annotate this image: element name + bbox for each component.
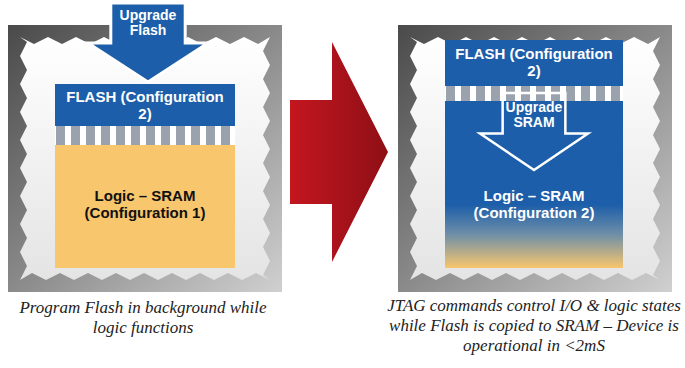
block-label: Logic – SRAM (Configuration 1) [65,187,225,221]
connection-band [55,125,235,145]
chip-frame [398,25,672,292]
chip-die [410,37,660,280]
block-label: FLASH (Configuration 2) [65,88,225,122]
upgrade-arrow: Upgrade Flash [86,2,210,84]
transition-arrow [290,42,388,262]
flash-block: FLASH (Configuration 2) [445,40,623,86]
upgrade-arrow: Upgrade SRAM [478,92,590,172]
sram-block: Logic – SRAM (Configuration 1) [55,145,235,268]
block-label: Logic – SRAM (Configuration 2) [454,187,614,221]
block-label: Upgrade Flash [108,8,188,38]
flash-block: FLASH (Configuration 2) [55,84,235,126]
caption-text: JTAG commands control I/O & logic states… [386,296,682,356]
block-label: FLASH (Configuration 2) [454,45,614,79]
block-label: Upgrade SRAM [501,100,567,130]
arrow-outline [88,3,208,82]
caption-text: Program Flash in background while logic … [10,298,276,338]
